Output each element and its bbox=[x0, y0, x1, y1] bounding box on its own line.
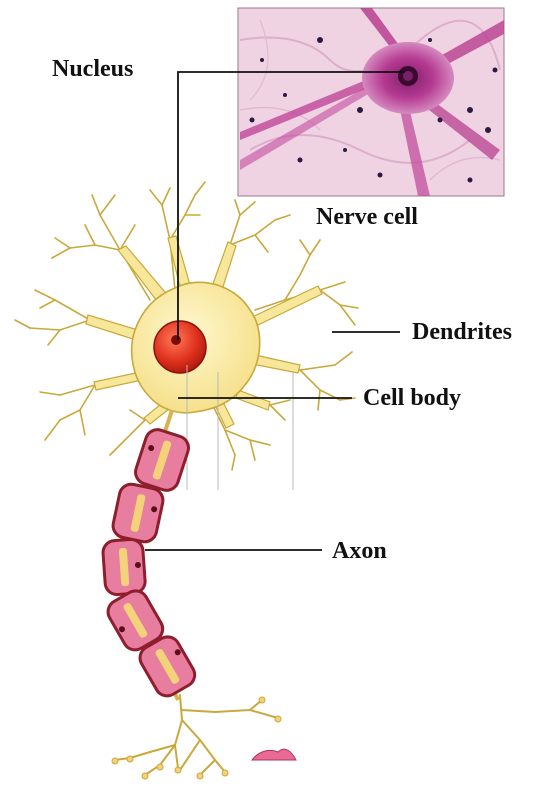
dendrites-label: Dendrites bbox=[412, 320, 512, 344]
cell-body-label: Cell body bbox=[363, 386, 461, 410]
axon-label: Axon bbox=[332, 539, 387, 563]
target-cell bbox=[252, 749, 296, 760]
synaptic-bulbs bbox=[112, 697, 281, 779]
nerve-cell-photo bbox=[238, 8, 504, 196]
nucleus-label: Nucleus bbox=[52, 57, 133, 81]
myelin-segment bbox=[102, 539, 146, 596]
axon bbox=[102, 410, 199, 700]
photo-caption: Nerve cell bbox=[316, 205, 418, 229]
axon-terminals bbox=[115, 695, 278, 775]
nucleus bbox=[154, 321, 206, 373]
myelin-segment bbox=[132, 427, 191, 494]
myelin-segment bbox=[111, 482, 165, 544]
